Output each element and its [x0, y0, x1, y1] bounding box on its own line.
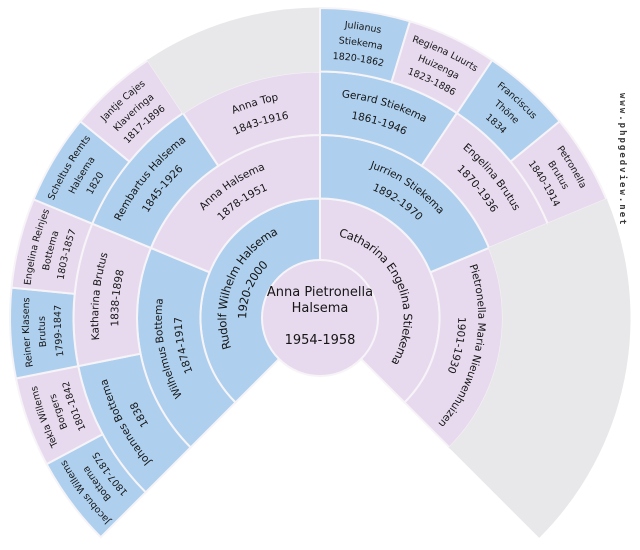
person-name: Anna Pietronella	[267, 285, 373, 300]
person-dates: 1799-1847	[52, 305, 66, 358]
fan-empty-segment	[561, 287, 631, 380]
center-person-anna-pietronella-halsema[interactable]	[261, 259, 379, 377]
person-dates: 1954-1958	[285, 333, 356, 348]
watermark-url: www.phpgedview.net	[617, 93, 627, 227]
fan-empty-segment	[493, 433, 595, 538]
person-name: Brutus	[36, 316, 48, 348]
person-name: Halsema	[292, 301, 349, 316]
